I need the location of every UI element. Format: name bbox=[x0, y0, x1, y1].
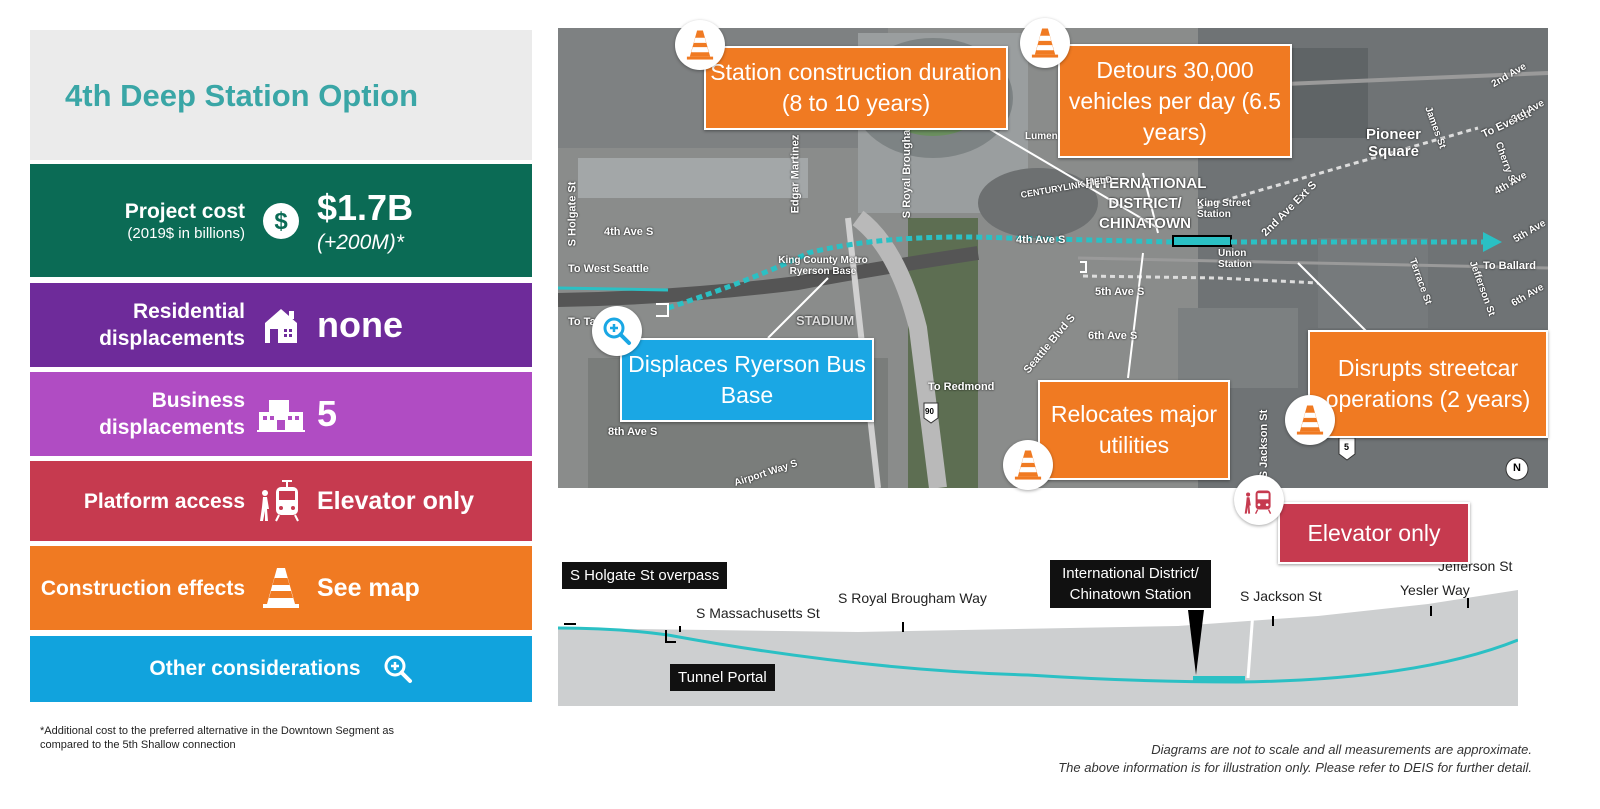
zoom-icon bbox=[383, 654, 413, 684]
construction-value: See map bbox=[317, 573, 420, 602]
s-jackson-st-map-label: S Jackson St bbox=[1258, 409, 1271, 479]
to-west-seattle-label: To West Seattle bbox=[568, 263, 649, 275]
fourth-ave-s-east-label: 4th Ave S bbox=[1016, 234, 1066, 246]
dollar-icon: $ bbox=[245, 201, 317, 241]
lumen-label: Lumen bbox=[1025, 131, 1058, 142]
international-district-label: INTERNATIONAL DISTRICT/ CHINATOWN bbox=[1085, 175, 1207, 232]
station-duration-callout: Station construction duration (8 to 10 y… bbox=[704, 46, 1008, 130]
project-cost-row: Project cost (2019$ in billions) $ $1.7B… bbox=[30, 164, 532, 277]
construction-effects-row: Construction effects See map bbox=[30, 546, 532, 630]
residential-label: Residential displacements bbox=[99, 300, 245, 350]
fourth-ave-s-west-label: 4th Ave S bbox=[604, 226, 654, 238]
other-considerations-row[interactable]: Other considerations bbox=[30, 636, 532, 702]
pedestrian-train-icon bbox=[1234, 475, 1284, 525]
to-ballard-label: To Ballard bbox=[1483, 260, 1536, 272]
page-title: 4th Deep Station Option bbox=[65, 78, 419, 113]
king-street-station-label: King Street Station bbox=[1197, 198, 1251, 220]
king-county-metro-label: King County Metro Ryerson Base bbox=[778, 255, 868, 277]
s-royal-brougham-label: S Royal Brougham bbox=[901, 119, 914, 219]
elevator-only-callout: Elevator only bbox=[1278, 502, 1470, 564]
residential-displacements-row: Residential displacements none bbox=[30, 283, 532, 367]
business-displacements-row: Business displacements 5 bbox=[30, 372, 532, 456]
stadium-label: STADIUM bbox=[796, 313, 855, 328]
streetcar-callout: Disrupts streetcar operations (2 years) bbox=[1308, 330, 1548, 438]
other-considerations-label: Other considerations bbox=[149, 657, 361, 680]
project-cost-label-group: Project cost (2019$ in billions) bbox=[30, 198, 245, 243]
north-arrow: N bbox=[1513, 462, 1521, 474]
to-redmond-label: To Redmond bbox=[928, 381, 995, 393]
project-cost-sublabel: (2019$ in billions) bbox=[127, 225, 245, 242]
sixth-ave-s-label: 6th Ave S bbox=[1088, 330, 1138, 342]
tunnel-portal-label: Tunnel Portal bbox=[670, 664, 775, 691]
edgar-martinez-label: Edgar Martinez bbox=[789, 134, 802, 214]
platform-label: Platform access bbox=[83, 489, 245, 513]
pedestrian-train-icon bbox=[245, 479, 317, 523]
title-panel: 4th Deep Station Option bbox=[30, 30, 532, 160]
detours-callout: Detours 30,000 vehicles per day (6.5 yea… bbox=[1058, 44, 1292, 158]
union-station-label: Union Station bbox=[1218, 248, 1252, 270]
utilities-callout: Relocates major utilities bbox=[1038, 380, 1230, 480]
platform-access-row: Platform access Elevator only bbox=[30, 461, 532, 541]
building-icon bbox=[245, 394, 317, 434]
project-cost-value-group: $1.7B (+200M)* bbox=[317, 187, 413, 255]
i90-shield: 90 bbox=[925, 407, 934, 416]
business-value: 5 bbox=[317, 393, 338, 434]
project-cost-subvalue: (+200M)* bbox=[317, 230, 404, 254]
project-cost-label: Project cost bbox=[124, 200, 245, 223]
fifth-ave-s-label: 5th Ave S bbox=[1095, 286, 1145, 298]
construction-label: Construction effects bbox=[40, 576, 245, 600]
traffic-cone-icon bbox=[245, 566, 317, 610]
traffic-cone-icon bbox=[1020, 18, 1070, 68]
ryerson-callout: Displaces Ryerson Bus Base bbox=[620, 338, 874, 422]
house-icon bbox=[245, 305, 317, 345]
disclaimer-line-2: The above information is for illustratio… bbox=[1058, 760, 1532, 775]
traffic-cone-icon bbox=[1003, 440, 1053, 490]
svg-text:$: $ bbox=[274, 208, 288, 235]
zoom-icon bbox=[592, 306, 642, 356]
disclaimer-line-1: Diagrams are not to scale and all measur… bbox=[1151, 742, 1532, 757]
traffic-cone-icon bbox=[675, 20, 725, 70]
business-label: Business displacements bbox=[99, 389, 245, 439]
residential-value: none bbox=[317, 304, 403, 345]
disclaimer: Diagrams are not to scale and all measur… bbox=[1058, 741, 1532, 777]
pioneer-square-label: Pioneer Square bbox=[1365, 126, 1422, 160]
holgate-overpass-label: S Holgate St overpass bbox=[562, 562, 728, 589]
traffic-cone-icon bbox=[1285, 395, 1335, 445]
yesler-way-label: Yesler Way bbox=[1400, 582, 1470, 598]
s-royal-brougham-way-label: S Royal Brougham Way bbox=[838, 590, 987, 606]
project-cost-value: $1.7B bbox=[317, 186, 414, 228]
i5-shield: 5 bbox=[1344, 442, 1350, 452]
cost-footnote: *Additional cost to the preferred altern… bbox=[40, 725, 395, 751]
station-profile-label: International District/ Chinatown Statio… bbox=[1050, 560, 1211, 608]
s-holgate-st-label: S Holgate St bbox=[566, 181, 579, 247]
platform-value: Elevator only bbox=[317, 486, 474, 515]
tunnel-profile-graphics bbox=[558, 544, 1518, 706]
eighth-ave-s-label: 8th Ave S bbox=[608, 426, 658, 438]
s-massachusetts-label: S Massachusetts St bbox=[696, 605, 820, 621]
s-jackson-st-profile-label: S Jackson St bbox=[1240, 588, 1322, 604]
